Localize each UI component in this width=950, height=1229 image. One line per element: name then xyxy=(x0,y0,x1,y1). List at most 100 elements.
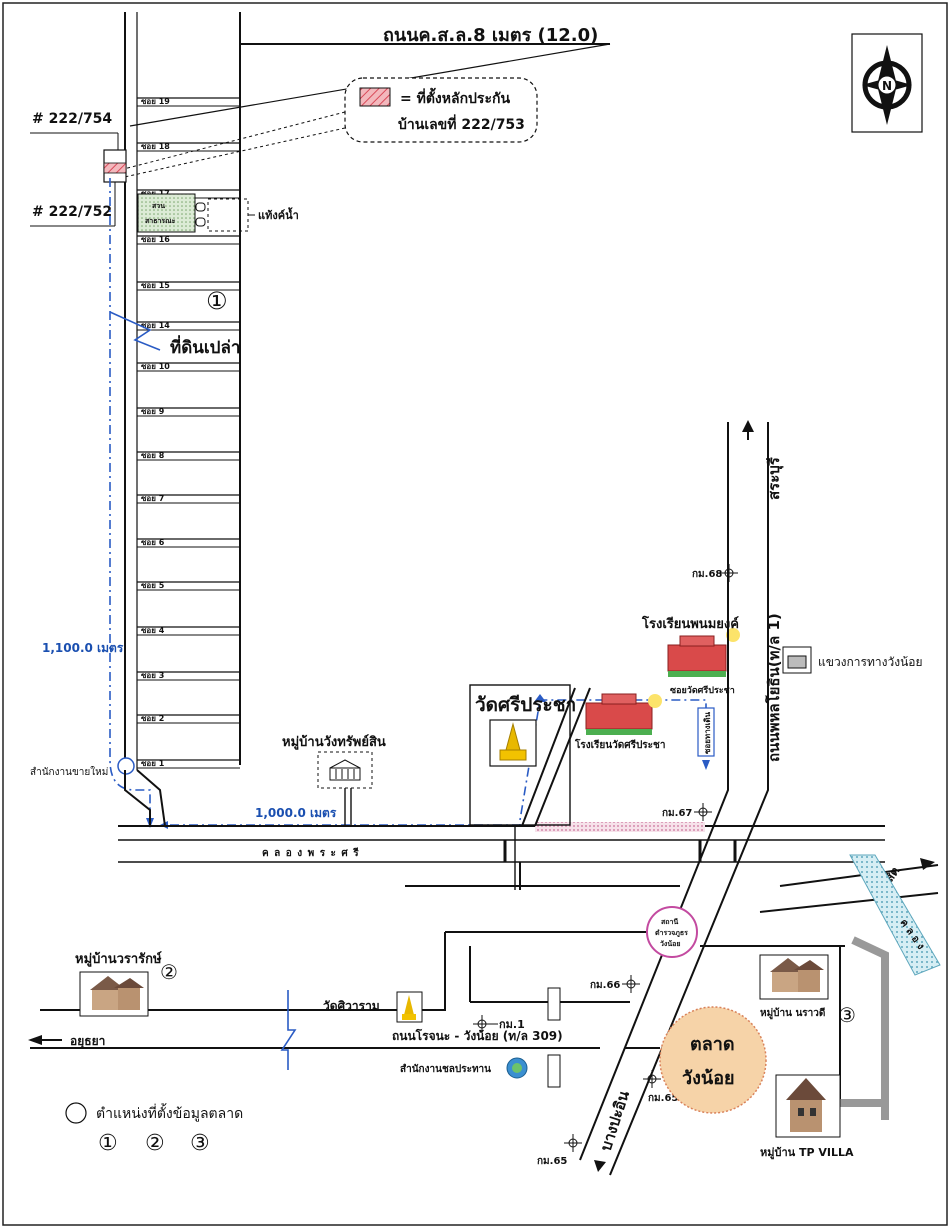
house-label-lower: # 222/752 xyxy=(32,204,112,220)
soi-label: ซอย 1 xyxy=(141,759,165,768)
side-soi-box: ซอยทางเดิน xyxy=(697,707,715,757)
school-phanomyong: โรงเรียนพนมยงค์ xyxy=(641,615,740,677)
police-station-line2: ตำรวจภูธร xyxy=(655,929,688,938)
village-narawadee: หมู่บ้าน นราวดี ③ xyxy=(759,954,856,1027)
legend-circle-icon xyxy=(65,1102,87,1124)
km66: กม.66 xyxy=(590,975,640,993)
rojana-road-label: ถนนโรจนะ - วังน้อย (ท/ล 309) xyxy=(392,1028,563,1043)
km1-label: กม.1 xyxy=(499,1018,525,1031)
highway-office-label: แขวงการทางวังน้อย xyxy=(818,655,923,669)
legend-n3: ③ xyxy=(190,1131,210,1156)
sales-office: สำนักงานขายใหม่ xyxy=(30,757,135,778)
park-label-1: สวน xyxy=(152,202,165,210)
distance-1-label: 1,100.0 เมตร xyxy=(42,641,124,655)
compass: N xyxy=(851,33,923,133)
soi-label: ซอย 6 xyxy=(141,538,165,547)
soi-label: ซอย 7 xyxy=(141,494,164,503)
lower-roads: อยุธยา ถนนโรจนะ - วังน้อย (ท/ล 309) xyxy=(28,862,939,1120)
market-legend: ตำแหน่งที่ตั้งข้อมูลตลาด ① ② ③ xyxy=(65,1102,243,1156)
soi-label: ซอย 5 xyxy=(141,581,165,590)
km65a-label: กม.65 xyxy=(648,1093,678,1104)
soi-label: ซอย 10 xyxy=(141,362,170,371)
school-wat-sriprachar: โรงเรียนวัดศรีประชา xyxy=(574,693,665,751)
market-label-2: วังน้อย xyxy=(682,1068,735,1089)
km67: กม.67 xyxy=(662,803,712,821)
collateral-swatch xyxy=(359,87,391,107)
school-phanom-label: โรงเรียนพนมยงค์ xyxy=(641,615,739,632)
wat-siwaram: วัดศิวาราม xyxy=(323,991,423,1023)
soi-label: ซอย 19 xyxy=(141,97,170,106)
km65a: กม.65 xyxy=(643,1070,678,1104)
village-wang-sap-sin: หมู่บ้านวังทรัพย์สิน xyxy=(282,734,386,826)
collateral-legend-line2: บ้านเลขที่ 222/753 xyxy=(398,114,525,133)
collateral-legend-line1: = ที่ตั้งหลักประกัน xyxy=(400,87,510,107)
soi-label: ซอย 4 xyxy=(141,626,165,635)
soi-label: ซอย 18 xyxy=(141,142,170,151)
km-markers: กม.68 กม.67 กม.66 กม.65 กม.65 กม.1 xyxy=(473,564,738,1167)
km68: กม.68 xyxy=(692,564,738,582)
school-wat-label: โรงเรียนวัดศรีประชา xyxy=(574,738,665,751)
house-label-upper: # 222/754 xyxy=(32,111,112,127)
collateral-plot: # 222/754 # 222/752 xyxy=(30,111,127,227)
irrigation-office: สำนักงานชลประทาน xyxy=(400,1057,528,1079)
park-label-2: สาธารณะ xyxy=(145,217,176,225)
marker-1-text: ① xyxy=(206,287,228,315)
soi-label: ซอย 2 xyxy=(141,714,164,723)
village-wararak: หมู่บ้านวรารักษ์ ② xyxy=(75,951,178,1017)
empty-land: ที่ดินเปล่า xyxy=(109,311,240,358)
km1: กม.1 xyxy=(473,1015,525,1033)
soi-label: ซอย 14 xyxy=(141,321,170,330)
phahonyothin-label: ถนนพหลโยธิน(ท/ล 1) xyxy=(764,613,783,762)
distance-2-label: 1,000.0 เมตร xyxy=(255,806,337,820)
water-tank-label: แท้งค์น้ำ xyxy=(258,207,299,222)
village-tp-villa: หมู่บ้าน TP VILLA xyxy=(760,1074,854,1160)
collateral-legend: = ที่ตั้งหลักประกัน บ้านเลขที่ 222/753 xyxy=(119,77,538,179)
soi-label: ซอย 8 xyxy=(141,451,165,460)
legend-text: ตำแหน่งที่ตั้งข้อมูลตลาด xyxy=(96,1103,243,1122)
saraburi-label: สระบุรี xyxy=(765,456,784,500)
legend-n2: ② xyxy=(145,1131,165,1156)
wat-sriprachar: วัดศรีประชา xyxy=(469,684,576,826)
village-wararak-label: หมู่บ้านวรารักษ์ xyxy=(75,951,162,967)
market-label-1: ตลาด xyxy=(690,1034,735,1055)
wat-frontage xyxy=(535,822,705,832)
canal-label: ค ล อ ง พ ร ะ ศ รี xyxy=(262,847,360,859)
wat-sriprachar-label: วัดศรีประชา xyxy=(475,694,576,716)
legend-n1: ① xyxy=(98,1131,118,1156)
soi-label: ซอย 3 xyxy=(141,671,164,680)
north-label: N xyxy=(882,79,892,93)
market-marker-1: ① xyxy=(206,287,228,315)
km68-label: กม.68 xyxy=(692,569,722,580)
km67-label: กม.67 xyxy=(662,808,692,819)
village-tp-villa-label: หมู่บ้าน TP VILLA xyxy=(760,1146,854,1160)
police-station-line3: วังน้อย xyxy=(660,939,680,948)
marker-3-text: ③ xyxy=(838,1003,856,1027)
wang-noi-market: ตลาด วังน้อย xyxy=(659,1006,767,1114)
canal-road: ค ล อ ง พ ร ะ ศ รี xyxy=(118,822,885,890)
public-park: สวน สาธารณะ แท้งค์น้ำ xyxy=(137,193,299,233)
km66-label: กม.66 xyxy=(590,980,620,991)
sales-office-label: สำนักงานขายใหม่ xyxy=(30,766,108,778)
irrigation-label: สำนักงานชลประทาน xyxy=(400,1063,491,1075)
police-station-line1: สถานี xyxy=(661,918,678,926)
bridge-marks xyxy=(547,987,561,1088)
marker-2-text: ② xyxy=(160,960,178,984)
soi-label: ซอย 9 xyxy=(141,407,165,416)
soi-wat-label: ซอยวัดศรีประชา xyxy=(670,685,735,696)
km65b-label: กม.65 xyxy=(537,1156,567,1167)
km65b: กม.65 xyxy=(537,1134,582,1167)
soi-label: ซอย 15 xyxy=(141,281,170,290)
soi-label: ซอย 16 xyxy=(141,235,170,244)
ayutthaya-label: อยุธยา xyxy=(70,1034,105,1049)
police-station: สถานี ตำรวจภูธร วังน้อย xyxy=(646,906,698,958)
village-narawadee-label: หมู่บ้าน นราวดี xyxy=(760,1007,825,1020)
top-road-label: ถนนค.ส.ล.8 เมตร (12.0) xyxy=(383,25,598,46)
empty-land-label: ที่ดินเปล่า xyxy=(170,335,240,358)
side-soi-label: ซอยทางเดิน xyxy=(703,711,712,754)
rangsit-road: รังสิต ค ล อ ง xyxy=(849,854,941,976)
bang-pa-in-label: บางปะอิน xyxy=(597,1088,634,1153)
village-wang-sap-sin-label: หมู่บ้านวังทรัพย์สิน xyxy=(282,734,386,750)
wat-siwaram-label: วัดศิวาราม xyxy=(323,999,380,1013)
